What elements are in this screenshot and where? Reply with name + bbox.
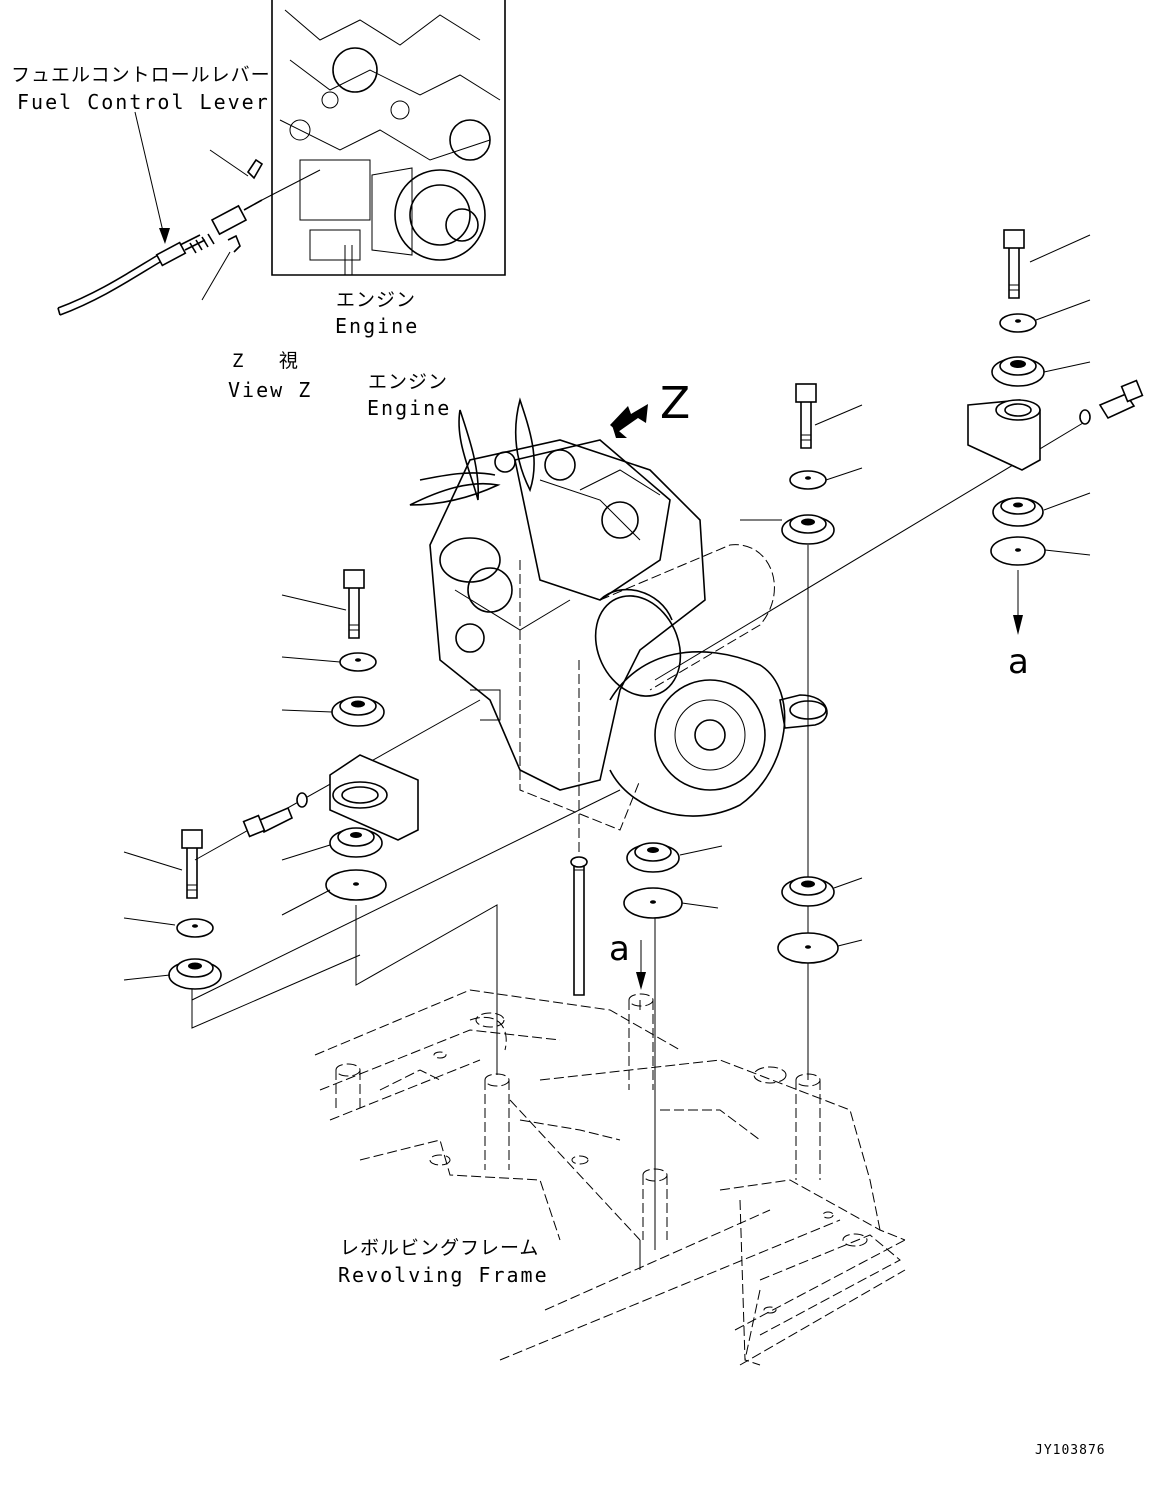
engine-label-en: Engine [367, 396, 452, 420]
far-left-mount-parts [123, 829, 222, 990]
z-view-marker: Z [660, 378, 691, 429]
right-mount-parts [967, 229, 1144, 566]
drawing-id: JY103876 [1035, 1443, 1106, 1458]
a-marker-right: a [1008, 642, 1029, 682]
view-z-label-en: View Z [228, 378, 313, 402]
engine-illustration [409, 397, 828, 831]
center-right-mount-parts [740, 383, 863, 964]
fuel-control-lever-label-en: Fuel Control Lever [17, 90, 270, 114]
fuel-control-lever-illustration [57, 158, 321, 316]
fuel-control-lever-label-jp: フュエルコントロールレバー [11, 64, 271, 86]
view-z-engine-illustration [271, 0, 506, 276]
left-upper-mount-parts [281, 569, 385, 727]
engine-top-label-jp: エンジン [336, 289, 417, 311]
view-z-label-jp: Z 視 [232, 350, 310, 372]
engine-top-label-en: Engine [335, 314, 420, 338]
revolving-frame-label-jp: レボルビングフレーム [340, 1237, 540, 1259]
revolving-frame-illustration [314, 989, 906, 1366]
engine-label-jp: エンジン [368, 371, 449, 393]
left-bracket-parts [242, 754, 419, 916]
a-marker-center: a [609, 929, 630, 969]
center-mount-parts [570, 660, 723, 996]
revolving-frame-label-en: Revolving Frame [338, 1263, 549, 1287]
